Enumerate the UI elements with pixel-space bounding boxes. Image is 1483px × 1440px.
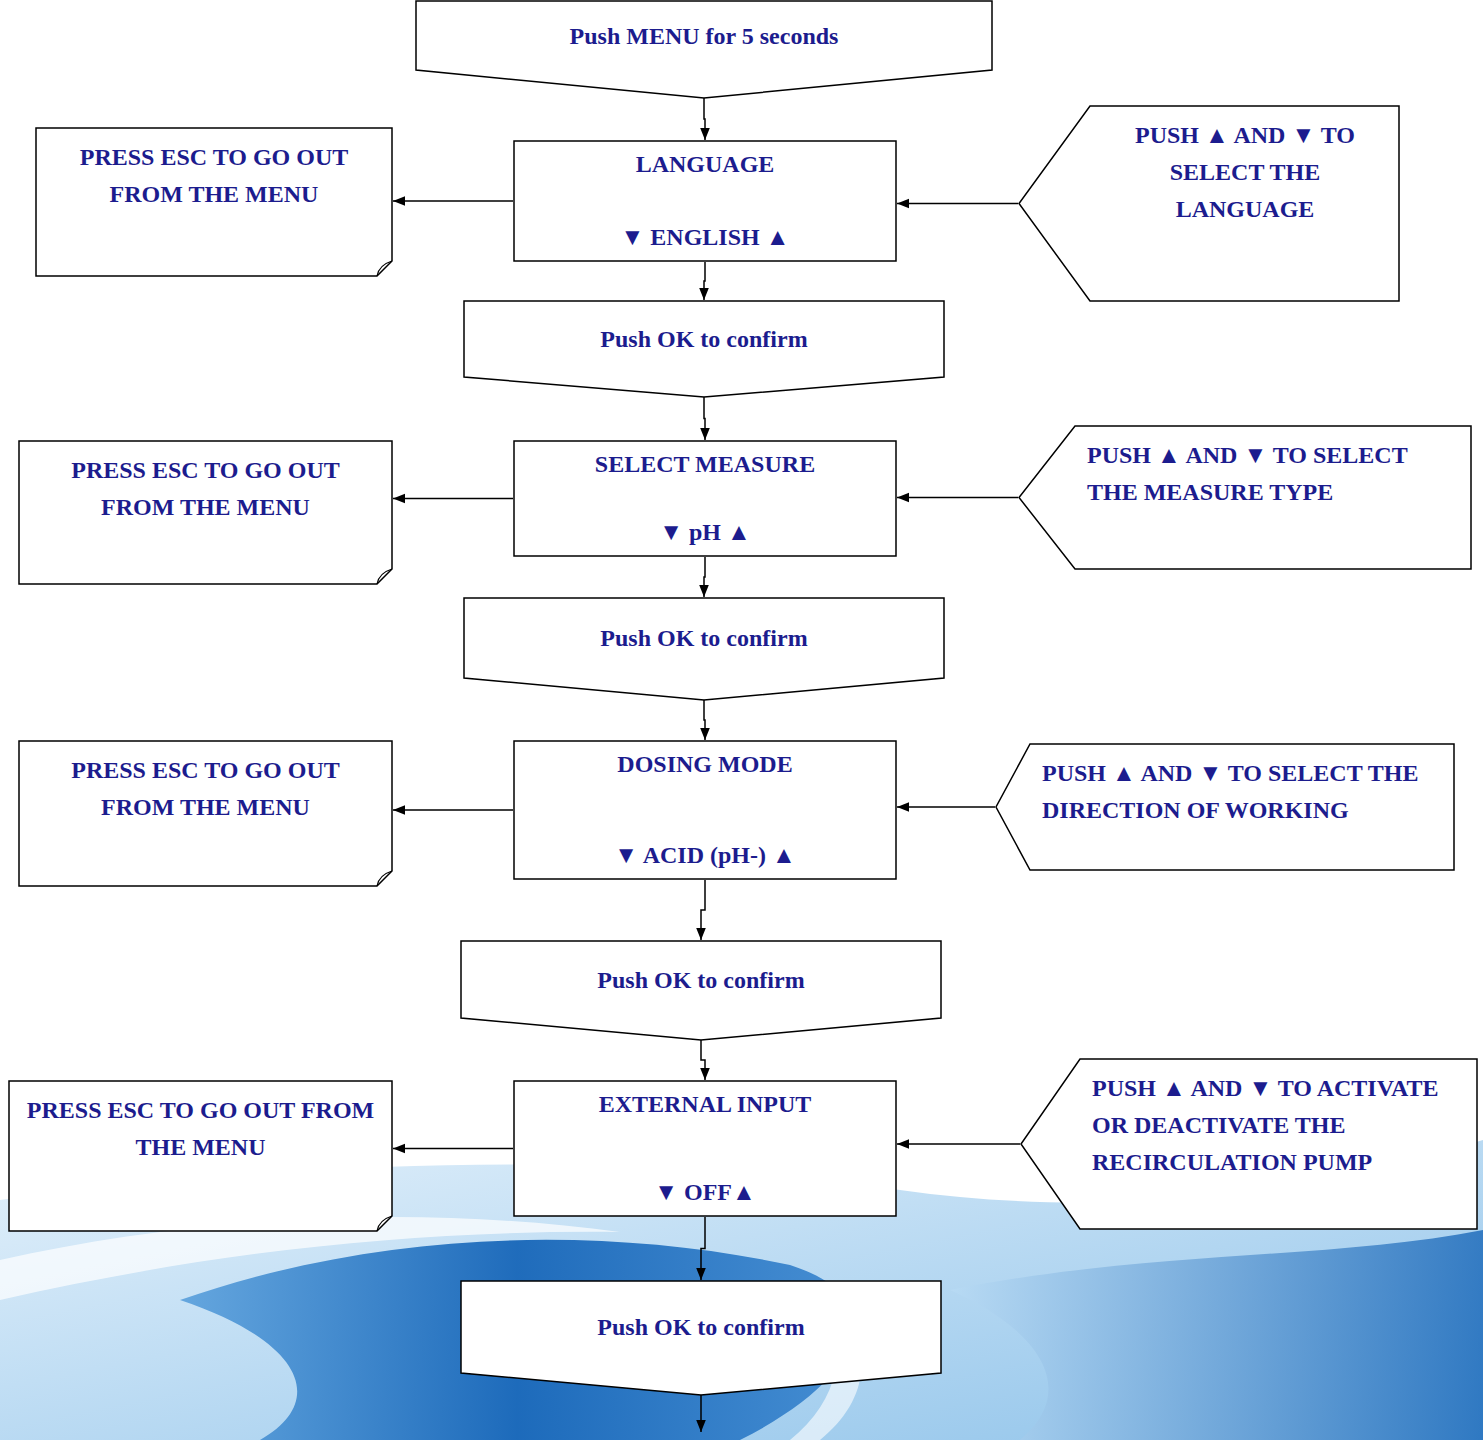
box-content: SELECT MEASURE ▼ pH ▲ [513, 440, 897, 557]
flow-arrow [704, 557, 705, 597]
action-box: Push MENU for 5 seconds [415, 0, 993, 98]
box-content: Push MENU for 5 seconds [415, 0, 993, 98]
action-box: Push OK to confirm [460, 1280, 942, 1395]
flow-arrow [704, 397, 705, 440]
callout-box: PUSH ▲ AND ▼ TO SELECT THE LANGUAGE [1018, 105, 1400, 302]
flow-arrow [897, 806, 995, 808]
box-border [461, 941, 941, 1040]
box-content: PRESS ESC TO GO OUT FROM THE MENU [18, 740, 393, 887]
box-label: PRESS ESC TO GO OUT FROM THE MENU [22, 1092, 379, 1166]
box-label: PUSH ▲ AND ▼ TO ACTIVATE OR DEACTIVATE T… [1092, 1070, 1466, 1181]
box-label: Push OK to confirm [476, 1309, 926, 1346]
box-border [19, 441, 392, 584]
flow-arrow [393, 809, 513, 811]
box-content: PUSH ▲ AND ▼ TO SELECT THE DIRECTION OF … [995, 743, 1455, 871]
connector-group [393, 98, 1020, 1280]
box-border [514, 441, 896, 556]
box-border [514, 1081, 896, 1216]
box-content: LANGUAGE ▼ ENGLISH ▲ [513, 140, 897, 262]
callout-box: PUSH ▲ AND ▼ TO SELECT THE MEASURE TYPE [1018, 425, 1472, 570]
box-border [19, 741, 392, 886]
flow-arrow [393, 200, 513, 202]
box-content: PUSH ▲ AND ▼ TO SELECT THE MEASURE TYPE [1018, 425, 1472, 570]
flow-arrow [704, 700, 705, 740]
box-content: PUSH ▲ AND ▼ TO ACTIVATE OR DEACTIVATE T… [1020, 1058, 1478, 1230]
folded-corner [377, 1216, 392, 1231]
menu-box: SELECT MEASURE ▼ pH ▲ [513, 440, 897, 557]
box-label: PUSH ▲ AND ▼ TO SELECT THE LANGUAGE [1102, 117, 1388, 228]
box-content: Push OK to confirm [463, 300, 945, 397]
folded-corner [377, 569, 392, 584]
box-label: Push MENU for 5 seconds [431, 18, 977, 55]
action-box: Push OK to confirm [463, 597, 945, 700]
box-label: PUSH ▲ AND ▼ TO SELECT THE DIRECTION OF … [1042, 755, 1443, 829]
box-border [416, 1, 992, 98]
note-box: PRESS ESC TO GO OUT FROM THE MENU [8, 1080, 393, 1232]
note-box: PRESS ESC TO GO OUT FROM THE MENU [18, 740, 393, 887]
box-label: DOSING MODE [525, 746, 885, 783]
box-label: LANGUAGE [525, 146, 885, 183]
box-content: PRESS ESC TO GO OUT FROM THE MENU [18, 440, 393, 585]
note-box: PRESS ESC TO GO OUT FROM THE MENU [35, 127, 393, 277]
menu-box: LANGUAGE ▼ ENGLISH ▲ [513, 140, 897, 262]
box-border [514, 141, 896, 261]
box-border [464, 598, 944, 700]
box-content: PUSH ▲ AND ▼ TO SELECT THE LANGUAGE [1018, 105, 1400, 302]
flow-arrow [701, 1040, 705, 1080]
box-label: SELECT MEASURE [525, 446, 885, 483]
continuation-arrow [700, 1395, 702, 1432]
box-label: PRESS ESC TO GO OUT FROM THE MENU [49, 139, 379, 213]
box-content: DOSING MODE ▼ ACID (pH-) ▲ [513, 740, 897, 880]
water-swirl [950, 1230, 1483, 1440]
box-border [36, 128, 392, 276]
menu-box: EXTERNAL INPUT ▼ OFF▲ [513, 1080, 897, 1217]
action-box: Push OK to confirm [463, 300, 945, 397]
box-border [514, 741, 896, 879]
box-border [1021, 1059, 1477, 1229]
box-label: PRESS ESC TO GO OUT FROM THE MENU [32, 752, 379, 826]
callout-box: PUSH ▲ AND ▼ TO SELECT THE DIRECTION OF … [995, 743, 1455, 871]
action-box: Push OK to confirm [460, 940, 942, 1040]
box-label: Push OK to confirm [479, 321, 929, 358]
box-label: Push OK to confirm [476, 962, 926, 999]
box-border [464, 301, 944, 397]
box-content: EXTERNAL INPUT ▼ OFF▲ [513, 1080, 897, 1217]
box-label: PUSH ▲ AND ▼ TO SELECT THE MEASURE TYPE [1087, 437, 1460, 511]
box-content: PRESS ESC TO GO OUT FROM THE MENU [8, 1080, 393, 1232]
flow-arrow [701, 880, 705, 940]
box-border [1019, 426, 1471, 569]
flow-arrow [701, 1217, 705, 1280]
flow-arrow [897, 203, 1018, 205]
flow-arrow [393, 498, 513, 500]
note-box: PRESS ESC TO GO OUT FROM THE MENU [18, 440, 393, 585]
box-outline [415, 0, 993, 98]
box-border [996, 744, 1454, 870]
box-border [9, 1081, 392, 1231]
flow-arrow [897, 497, 1018, 499]
box-value: ▼ ACID (pH-) ▲ [525, 837, 885, 874]
box-content: PRESS ESC TO GO OUT FROM THE MENU [35, 127, 393, 277]
box-value: ▼ pH ▲ [525, 514, 885, 551]
flow-arrow [704, 98, 705, 140]
flow-arrow [897, 1143, 1020, 1145]
callout-box: PUSH ▲ AND ▼ TO ACTIVATE OR DEACTIVATE T… [1020, 1058, 1478, 1230]
flow-arrow [704, 262, 705, 300]
folded-corner [377, 871, 392, 886]
box-content: Push OK to confirm [460, 1280, 942, 1395]
box-content: Push OK to confirm [460, 940, 942, 1040]
box-content: Push OK to confirm [463, 597, 945, 700]
box-label: PRESS ESC TO GO OUT FROM THE MENU [32, 452, 379, 526]
box-border [1019, 106, 1399, 301]
box-value: ▼ OFF▲ [525, 1174, 885, 1211]
flow-arrow [393, 1148, 513, 1150]
box-border [461, 1281, 941, 1395]
box-label: EXTERNAL INPUT [525, 1086, 885, 1123]
menu-box: DOSING MODE ▼ ACID (pH-) ▲ [513, 740, 897, 880]
box-value: ▼ ENGLISH ▲ [525, 219, 885, 256]
box-label: Push OK to confirm [479, 620, 929, 657]
folded-corner [377, 261, 392, 276]
